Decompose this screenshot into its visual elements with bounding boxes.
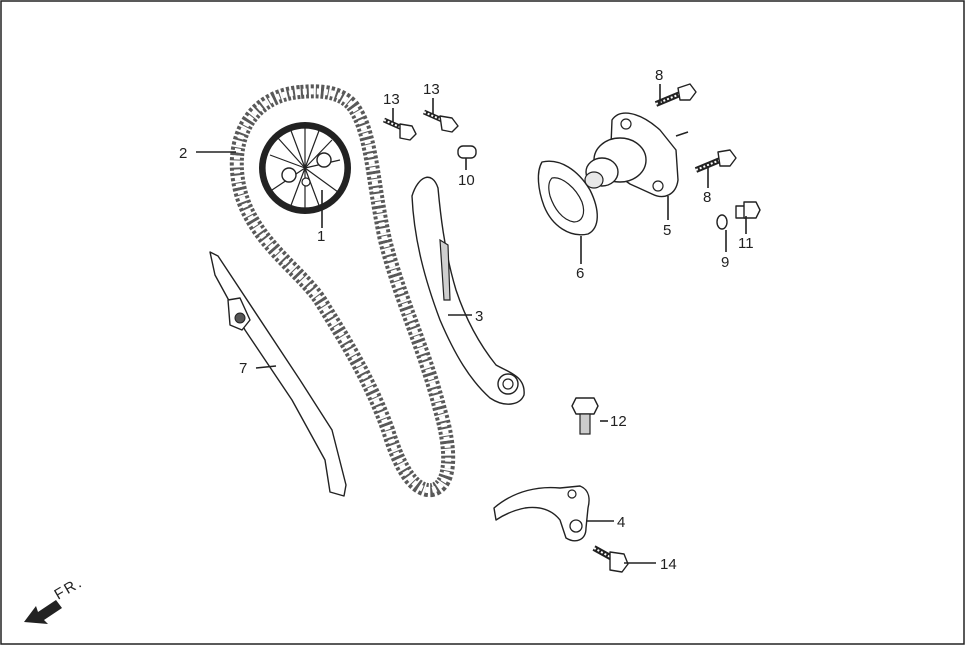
callout-6: 6	[576, 265, 584, 282]
callout-9: 9	[721, 254, 729, 271]
sealing-bolt	[735, 201, 761, 219]
sprocket-bolt-left	[382, 117, 417, 141]
bracket-bolt	[592, 545, 629, 573]
pivot-bolt	[571, 397, 599, 435]
callout-14: 14	[660, 556, 677, 573]
sprocket-bolt-right	[422, 109, 459, 133]
tensioner-bracket	[493, 485, 590, 542]
dowel-pin	[457, 145, 477, 159]
callout-13-left: 13	[383, 91, 400, 108]
cam-chain	[229, 84, 456, 498]
callout-5: 5	[663, 222, 671, 239]
arrow-icon	[24, 600, 62, 624]
callout-1: 1	[317, 228, 325, 245]
callout-12: 12	[610, 413, 627, 430]
callout-13-right: 13	[423, 81, 440, 98]
tensioner-lifter	[584, 112, 689, 198]
lifter-bolt-lower	[694, 149, 737, 173]
chain-guide	[209, 251, 347, 497]
chain-tensioner-slipper	[411, 176, 525, 405]
callout-7: 7	[239, 360, 247, 377]
leader-lines	[196, 84, 747, 564]
callout-11: 11	[738, 235, 754, 252]
callout-labels: 1 2 3 4 5 6 7 8 8 9 10 11 12 13 13 14	[179, 67, 754, 573]
lifter-gasket	[537, 160, 598, 236]
callout-8-lower: 8	[703, 189, 711, 206]
callout-4: 4	[617, 514, 625, 531]
cam-sprocket	[259, 122, 351, 214]
callout-3: 3	[475, 308, 483, 325]
callout-2: 2	[179, 145, 187, 162]
callout-8-upper: 8	[655, 67, 663, 84]
callout-10: 10	[458, 172, 475, 189]
sealing-washer	[716, 214, 728, 230]
